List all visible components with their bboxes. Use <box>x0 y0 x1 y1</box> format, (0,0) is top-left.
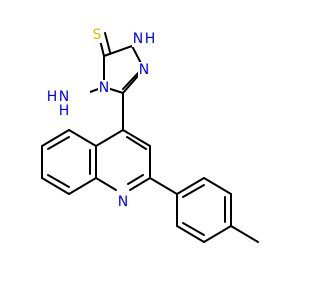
atom-n2-label: N <box>139 62 149 78</box>
bond-ar1-ar2-double <box>182 184 205 198</box>
bond-c8-c8a <box>68 177 97 195</box>
label-bg-n1 <box>132 31 144 47</box>
atom-quinoline-n-label: N <box>118 194 128 210</box>
bond-ar5-ar6 <box>176 225 205 243</box>
bond-n3-c5-double <box>122 72 139 90</box>
bond-c2-n1 <box>129 177 151 191</box>
bond-c5-c6-double <box>47 136 70 150</box>
atom-n4-label: N <box>99 80 109 96</box>
structure-diagram: S N H N N N H H N <box>41 27 259 243</box>
bond-c3-n2 <box>103 45 133 57</box>
bond-c7-c8-double <box>47 174 70 188</box>
bond-c4-c3-double <box>126 136 147 150</box>
bond-methyl <box>230 225 259 243</box>
atom-nh2-h2-label: H <box>59 103 70 119</box>
bond-ar1-ar2 <box>176 177 205 195</box>
atom-s-label: S <box>93 27 102 43</box>
label-bg-n2 <box>138 62 150 78</box>
bond-ar2-ar3 <box>203 177 232 195</box>
atom-n1-h-label: H <box>145 31 156 47</box>
atom-nh2-n-label: N <box>59 89 69 105</box>
bond-ar4-ar5 <box>203 225 232 243</box>
bond-c2-n1-double <box>127 174 144 185</box>
bond-c7-c8 <box>41 177 70 195</box>
label-bg-n4 <box>98 80 110 96</box>
molecule-canvas: S N H N N N H H N <box>41 27 259 243</box>
bond-n1-c8a <box>95 177 117 191</box>
label-bg-s <box>90 27 104 43</box>
bond-ar5-ar6-double <box>182 222 205 236</box>
bond-c-s-double <box>104 32 111 53</box>
atom-n1-label: N <box>133 31 143 47</box>
label-bg-quinoline-n <box>117 194 129 210</box>
bond-c2-aryl <box>149 177 178 195</box>
bond-c5-c6 <box>41 129 70 147</box>
bond-c4a-c5 <box>68 129 97 147</box>
atom-nh2-h-label: H <box>47 89 58 105</box>
label-bg-nh2 <box>62 88 90 116</box>
bond-c4-c3 <box>122 129 151 147</box>
bond-c4-c4a <box>95 129 124 147</box>
